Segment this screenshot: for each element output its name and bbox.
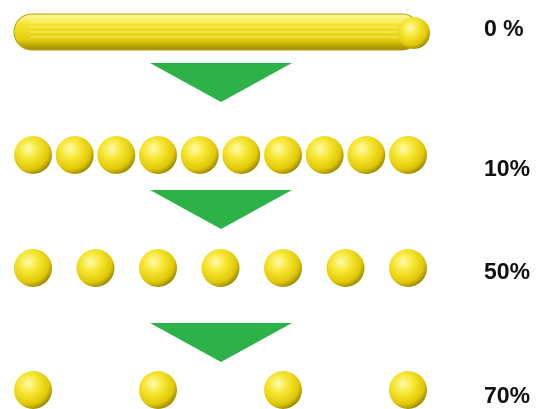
sphere (264, 136, 302, 174)
down-triangle-arrow (150, 323, 292, 362)
percent-label-70: 70% (484, 384, 530, 407)
sphere (181, 136, 219, 174)
sphere (139, 136, 177, 174)
down-triangle-arrow (150, 63, 292, 102)
rod-end-cap (398, 17, 430, 49)
sphere (14, 249, 52, 287)
sphere (139, 249, 177, 287)
sphere (389, 371, 427, 409)
percent-label-0: 0 % (484, 17, 524, 40)
sphere (389, 249, 427, 287)
arrows (150, 63, 292, 362)
percent-label-10: 10% (484, 157, 530, 180)
sphere (14, 136, 52, 174)
sphere (222, 136, 260, 174)
sphere (264, 249, 302, 287)
sphere-row-10 (14, 136, 427, 174)
sphere (389, 136, 427, 174)
sphere (306, 136, 344, 174)
sphere (56, 136, 94, 174)
sphere (14, 371, 52, 409)
rod-stage-0 (14, 14, 430, 50)
sphere (264, 371, 302, 409)
sphere (139, 371, 177, 409)
down-triangle-arrow (150, 190, 292, 229)
sphere (97, 136, 135, 174)
sphere (347, 136, 385, 174)
sphere (202, 249, 240, 287)
sphere (327, 249, 365, 287)
sphere (77, 249, 115, 287)
sphere-row-70 (14, 371, 427, 409)
percent-label-50: 50% (484, 260, 530, 283)
sphere-row-50 (14, 249, 427, 287)
